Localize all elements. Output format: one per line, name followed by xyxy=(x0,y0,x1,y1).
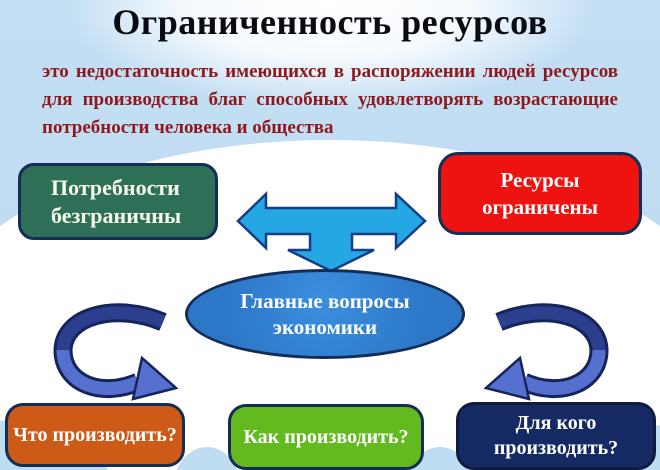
main-questions-label: Главные вопросы экономики xyxy=(240,288,410,339)
how-to-produce-box: Как производить? xyxy=(228,404,424,470)
curved-arrow-right-icon xyxy=(483,303,609,401)
three-way-arrow xyxy=(236,191,427,273)
resources-box: Ресурсы ограничены xyxy=(438,152,642,235)
for-whom-to-produce-box: Для кого производить? xyxy=(456,402,656,470)
main-questions-ellipse: Главные вопросы экономики xyxy=(185,269,465,359)
slide-title: Ограниченность ресурсов xyxy=(112,2,548,42)
needs-box: Потребности безграничны xyxy=(18,163,218,240)
needs-box-label: Потребности безграничны xyxy=(51,175,182,228)
curved-arrow-left-icon xyxy=(53,303,179,401)
definition-text: это недостаточность имеющихся в распоряж… xyxy=(42,61,618,138)
what-to-produce-label: Что производить? xyxy=(13,423,177,446)
for-whom-to-produce-label: Для кого производить? xyxy=(493,412,619,459)
what-to-produce-box: Что производить? xyxy=(5,403,185,467)
how-to-produce-label: Как производить? xyxy=(243,425,409,448)
resources-box-label: Ресурсы ограничены xyxy=(481,168,599,219)
